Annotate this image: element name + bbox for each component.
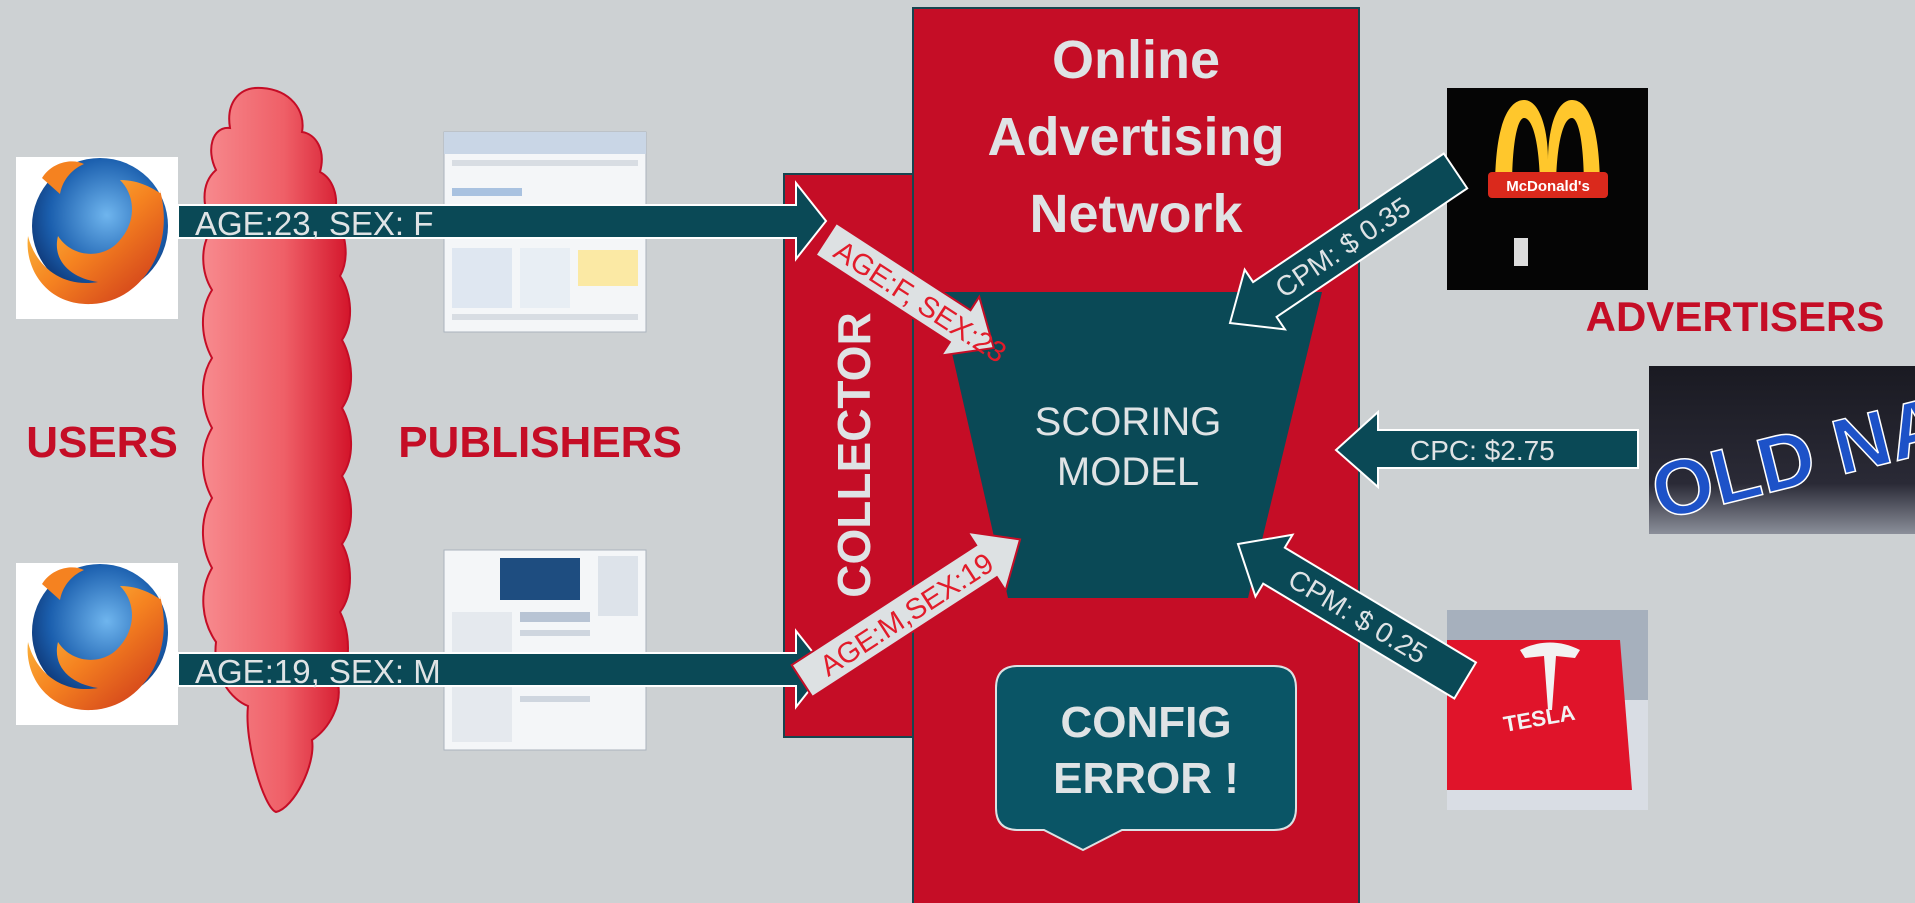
advertisers-label: ADVERTISERS [1586,293,1885,340]
browser-icon [16,157,178,319]
config-error-line2: ERROR ! [1053,754,1239,803]
config-error-line1: CONFIG [1060,698,1231,747]
config-error-callout [995,665,1297,852]
user-flow-label-bottom: AGE:19, SEX: M [195,653,441,690]
publishers-label: PUBLISHERS [398,418,682,467]
publisher-page-thumbnail [443,549,647,751]
collector-label: COLLECTOR [828,312,880,597]
network-title-line1: Online [1052,30,1220,90]
oldnavy-bid-label: CPC: $2.75 [1410,435,1555,466]
browser-icon [16,563,178,725]
publisher-cloud [201,86,353,814]
scoring-model-line1: SCORING [1035,400,1222,444]
oldnavy-bid-arrow: CPC: $2.75 [1334,409,1639,490]
mcdonalds-logo-text: McDonald's [1506,178,1590,195]
mcdonalds-logo: McDonald's [1447,88,1648,290]
scoring-model-line2: MODEL [1057,450,1199,494]
user-flow-label-top: AGE:23, SEX: F [195,205,433,242]
network-title-line3: Network [1029,184,1243,244]
oldnavy-logo: OLD NAVY [1642,354,1915,537]
user-flow-arrow-top: AGE:23, SEX: F [177,180,828,262]
users-label: USERS [26,418,178,467]
network-title-line2: Advertising [987,107,1284,167]
tesla-logo: TESLA [1447,610,1648,810]
scoring-model-box [938,292,1322,598]
